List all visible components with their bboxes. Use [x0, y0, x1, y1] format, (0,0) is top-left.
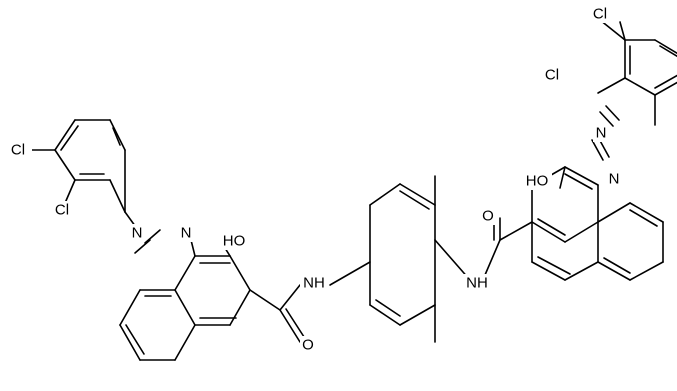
- right-oh-bond: [559, 166, 566, 189]
- hydroxyl-label-left: HO: [223, 233, 246, 250]
- azo-nitrogen-left-2: N: [132, 225, 143, 242]
- left-naphthalene: [119, 255, 251, 361]
- chlorine-label-left-a: Cl: [55, 202, 69, 219]
- hydroxyl-label-right: HO: [526, 173, 549, 190]
- center-dimethylphenylene: [329, 175, 471, 343]
- right-naphthalene: [531, 166, 664, 281]
- atom-labels: Cl Cl N N HO O NH NH O HO N N Cl Cl: [4, 5, 622, 354]
- amide-nh-right: NH: [466, 275, 488, 292]
- chlorine-label-top-a: Cl: [593, 6, 607, 23]
- azo-nitrogen-left-1: N: [181, 225, 192, 242]
- azo-nitrogen-right-2: N: [609, 171, 620, 188]
- carbonyl-oxygen-left: O: [302, 337, 314, 354]
- chlorine-label-left-b: Cl: [11, 142, 25, 159]
- left-amide: [249, 284, 307, 343]
- left-dichlorophenyl-ring: [29, 119, 126, 213]
- azo-nitrogen-right-1: N: [596, 125, 607, 142]
- amide-nh-left: NH: [303, 275, 325, 292]
- right-dichlorophenyl-ring: [597, 19, 677, 126]
- carbonyl-oxygen-right: O: [482, 208, 494, 225]
- chlorine-label-top-b: Cl: [545, 67, 559, 84]
- right-amide: [484, 217, 533, 276]
